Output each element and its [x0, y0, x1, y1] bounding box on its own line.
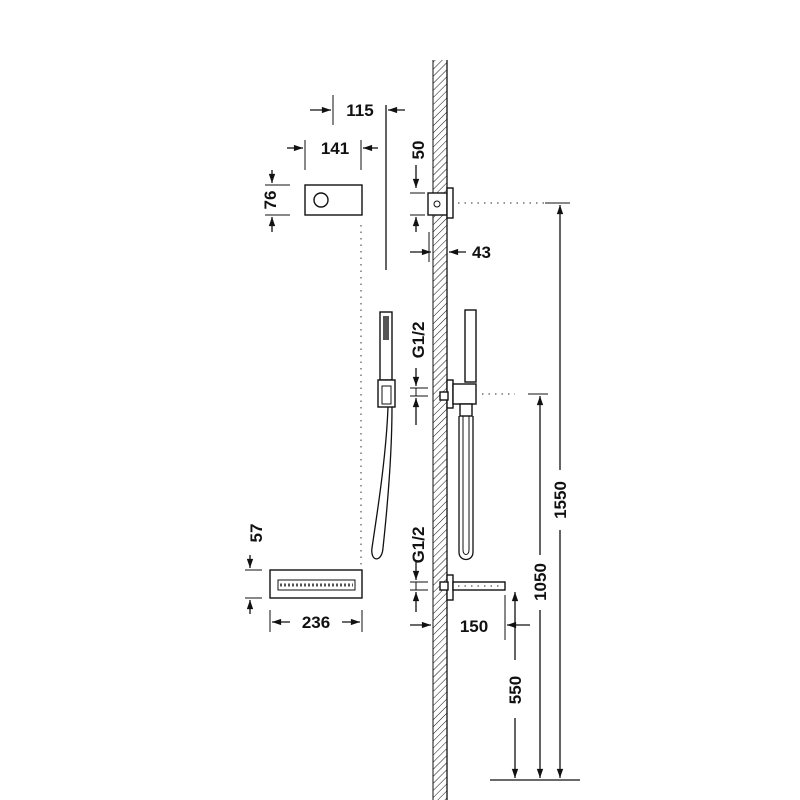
dim-1550: 1550 — [545, 202, 570, 778]
dim-label-g12-lower: G1/2 — [409, 527, 428, 564]
knob-icon — [313, 192, 329, 208]
hand-shower-side — [439, 309, 515, 561]
valve-side — [427, 187, 545, 219]
dim-label-150: 150 — [460, 617, 488, 636]
dim-76: 76 — [261, 170, 290, 232]
dim-label-g12-upper: G1/2 — [409, 322, 428, 359]
dim-label-141: 141 — [321, 139, 349, 158]
dim-236: 236 — [269, 610, 363, 632]
dim-150: 150 — [410, 595, 530, 640]
dim-label-43: 43 — [472, 243, 491, 262]
dim-g12-upper: G1/2 — [409, 322, 428, 425]
dim-141: 141 — [287, 139, 378, 170]
dim-115: 115 — [310, 95, 405, 270]
dim-label-1550: 1550 — [551, 481, 570, 519]
dim-label-76: 76 — [261, 191, 280, 210]
dim-label-236: 236 — [302, 613, 330, 632]
dim-550: 550 — [506, 592, 525, 778]
dim-label-550: 550 — [506, 676, 525, 704]
spout-side — [439, 574, 506, 601]
dim-50: 50 — [409, 141, 428, 232]
dim-label-1050: 1050 — [531, 563, 550, 601]
dim-57: 57 — [245, 524, 266, 614]
dim-43: 43 — [410, 232, 491, 262]
dim-label-115: 115 — [346, 101, 373, 120]
wall-section — [432, 60, 448, 800]
control-panel-front — [304, 184, 363, 565]
dim-label-50: 50 — [409, 141, 428, 160]
dim-g12-lower: G1/2 — [409, 527, 428, 612]
hand-shower-front — [371, 311, 396, 560]
tub-spout-front — [269, 569, 363, 599]
dim-1050: 1050 — [528, 393, 550, 778]
dim-label-57: 57 — [247, 524, 266, 543]
